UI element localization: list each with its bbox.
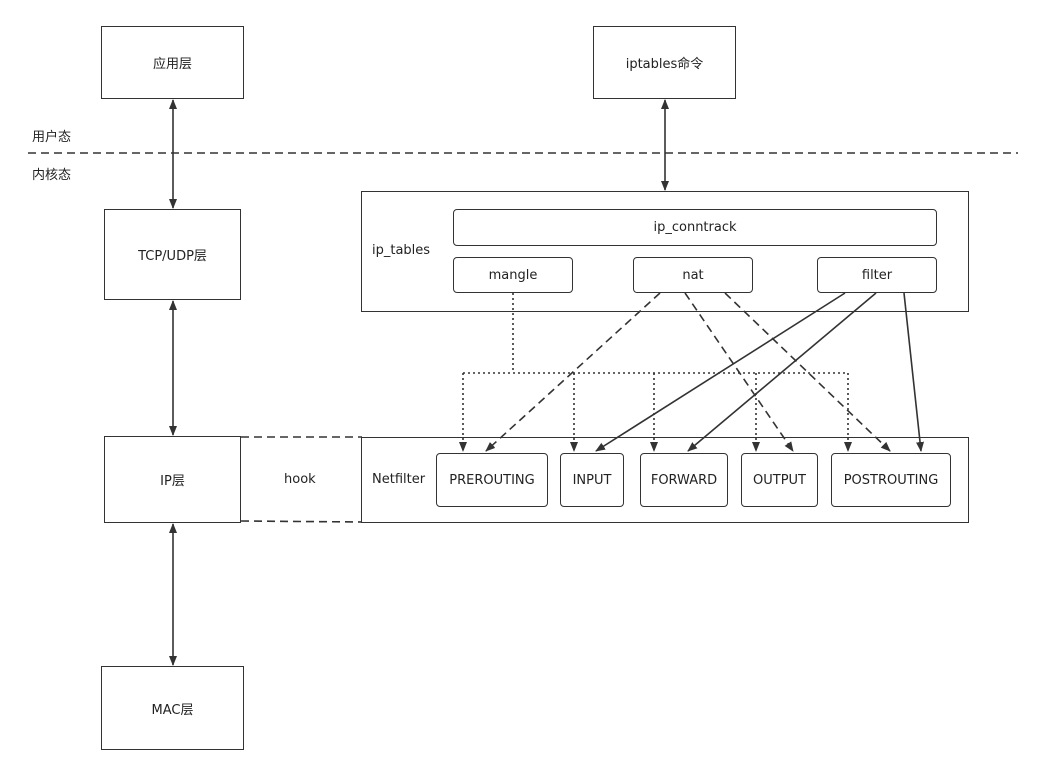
- filter-to-forward: [687, 292, 877, 452]
- kernel-space-label: 内核态: [32, 168, 72, 183]
- app-layer-label: 应用层: [152, 57, 192, 72]
- hook-output-label: OUTPUT: [753, 472, 806, 488]
- mac-layer-label: MAC层: [151, 702, 194, 718]
- mangle-table-label: mangle: [488, 267, 538, 283]
- ip-conntrack-label: ip_conntrack: [653, 220, 737, 235]
- hook-prerouting-box: PREROUTING: [436, 453, 548, 507]
- hook-input-box: INPUT: [560, 453, 624, 507]
- app-layer-box: 应用层: [101, 26, 244, 99]
- iptables-command-box: iptables命令: [593, 26, 736, 99]
- ip-tables-label: ip_tables: [372, 243, 431, 258]
- hook-prerouting-label: PREROUTING: [449, 472, 535, 488]
- hook-label: hook: [284, 472, 316, 487]
- hook-postrouting-label: POSTROUTING: [843, 472, 939, 488]
- ip-conntrack-box: ip_conntrack: [453, 209, 937, 246]
- filter-to-input: [595, 292, 846, 452]
- hook-line-bottom: [240, 520, 363, 523]
- filter-table-box: filter: [817, 257, 937, 293]
- ip-layer-box: IP层: [104, 436, 241, 523]
- hook-output-box: OUTPUT: [741, 453, 818, 507]
- hook-input-label: INPUT: [572, 472, 612, 488]
- nat-to-output: [684, 292, 794, 452]
- user-space-label: 用户态: [32, 130, 72, 145]
- ip-layer-label: IP层: [160, 474, 185, 489]
- filter-to-postrouting: [903, 292, 925, 452]
- ip-tables-container: [361, 191, 969, 312]
- nat-to-prerouting: [485, 292, 661, 452]
- hook-postrouting-box: POSTROUTING: [831, 453, 951, 507]
- filter-table-label: filter: [861, 267, 893, 283]
- netfilter-container: [361, 437, 969, 523]
- mangle-table-box: mangle: [453, 257, 573, 293]
- netfilter-label: Netfilter: [372, 472, 426, 487]
- tcp-udp-layer-label: TCP/UDP层: [138, 249, 207, 264]
- nat-table-box: nat: [633, 257, 753, 293]
- iptables-command-label: iptables命令: [625, 57, 704, 72]
- nat-table-label: nat: [682, 267, 704, 283]
- tcp-udp-layer-box: TCP/UDP层: [104, 209, 241, 300]
- hook-forward-box: FORWARD: [640, 453, 728, 507]
- hook-forward-label: FORWARD: [650, 472, 718, 488]
- mac-layer-box: MAC层: [101, 666, 244, 750]
